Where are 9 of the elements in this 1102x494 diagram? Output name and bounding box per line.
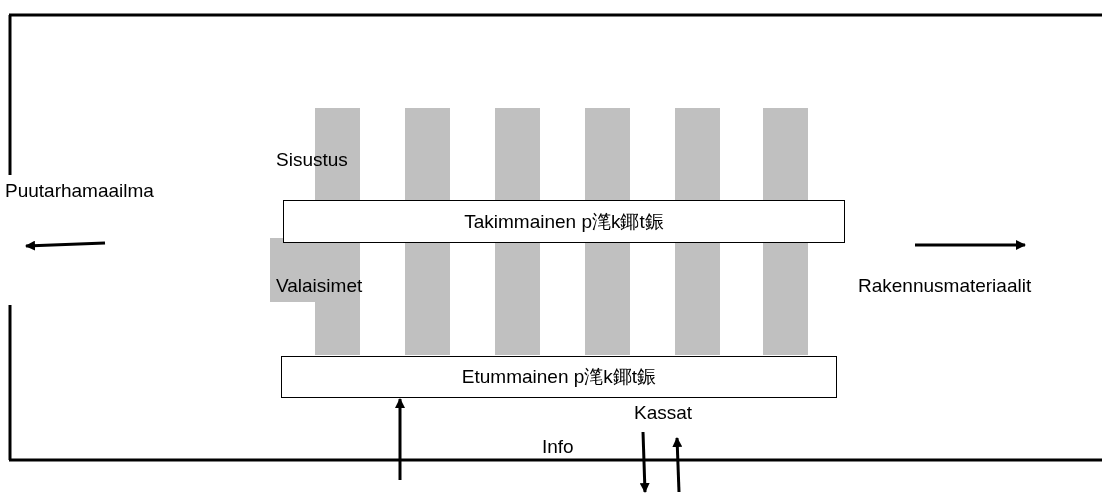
area-label: Puutarhamaailma [5,181,154,200]
arrow [395,398,405,480]
area-label: Info [542,437,574,456]
area-label: Rakennusmateriaalit [858,276,1032,295]
aisle-box: Etummainen p滗k鎁t鋠 [281,356,837,398]
area-label: Kassat [634,403,693,422]
area-label: Valaisimet [276,276,363,295]
aisle-box: Takimmainen p滗k鎁t鋠 [283,200,845,243]
area-label: Sisustus [276,150,348,169]
